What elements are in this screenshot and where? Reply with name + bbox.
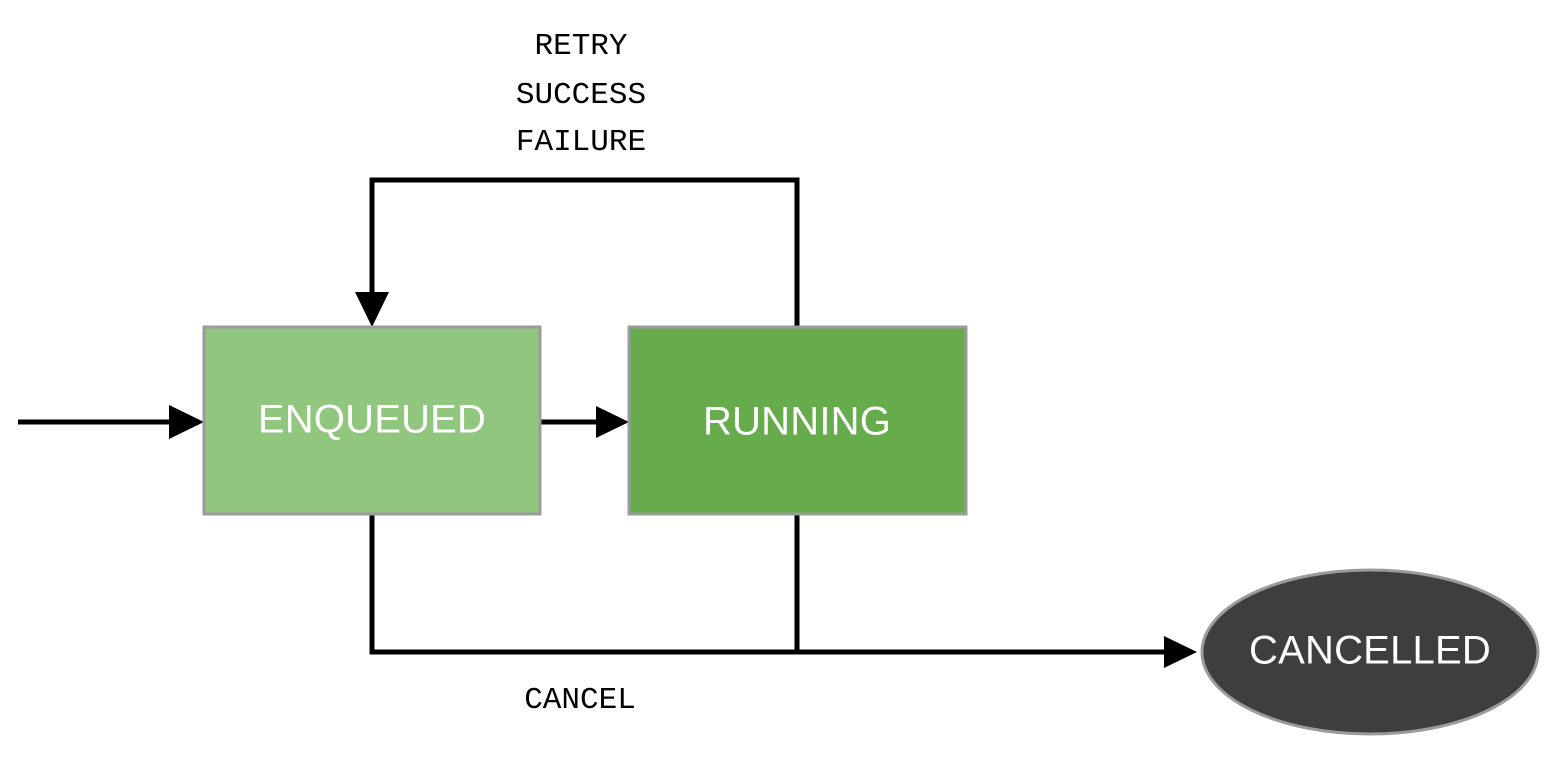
node-cancelled-ellipse[interactable]	[1200, 568, 1540, 736]
edge-start-to-enqueued	[18, 405, 204, 439]
edge-enqueued-cancel-line	[369, 514, 1172, 655]
node-enqueued-box[interactable]	[202, 325, 542, 516]
edge-enqueued-to-running-arrowhead	[596, 406, 629, 438]
edge-label-success: SUCCESS	[516, 78, 646, 113]
edge-enqueued-to-running	[540, 406, 629, 438]
edge-label-failure: FAILURE	[516, 125, 646, 160]
edge-label-retry: RETRY	[534, 29, 627, 64]
edge-running-to-enqueued-line	[369, 177, 800, 327]
node-running[interactable]: RUNNING	[627, 325, 968, 516]
node-running-label: RUNNING	[703, 400, 891, 444]
edge-label-cancel: CANCEL	[524, 683, 636, 718]
edge-running-to-enqueued	[355, 177, 800, 327]
node-cancelled[interactable]: CANCELLED	[1200, 568, 1540, 736]
edge-to-cancelled-arrowhead	[1164, 636, 1197, 668]
edge-running-to-enqueued-arrowhead	[355, 292, 389, 327]
node-cancelled-label: CANCELLED	[1249, 629, 1491, 673]
edge-label-retry-group: RETRY SUCCESS FAILURE	[516, 29, 646, 160]
edge-to-cancelled	[369, 514, 1197, 668]
node-enqueued-label: ENQUEUED	[258, 398, 486, 442]
edge-start-to-enqueued-arrowhead	[169, 405, 204, 439]
node-enqueued[interactable]: ENQUEUED	[202, 325, 542, 516]
node-running-box[interactable]	[627, 325, 968, 516]
